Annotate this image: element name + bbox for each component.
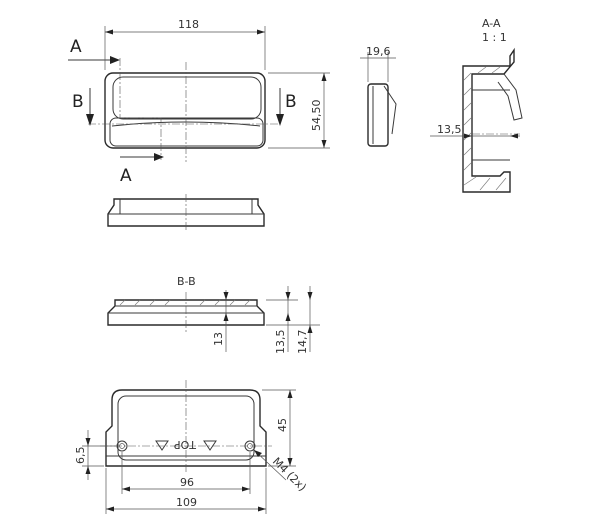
dim-118-label: 118 (178, 18, 199, 31)
section-aa-hatch-6 (463, 147, 472, 156)
dim-96-arrow-right (242, 486, 250, 492)
section-a-top-arrowhead (110, 56, 120, 64)
dim-bb147-arrow-top (307, 292, 313, 300)
side-view-handle-profile (383, 85, 397, 135)
section-a-top-letter: A (70, 37, 82, 57)
dim-109-label: 109 (176, 496, 197, 509)
dim-5450-arrow-bottom (321, 140, 327, 148)
dim-bb147-arrow-bottom (307, 325, 313, 333)
section-aa-hatch-10 (495, 177, 507, 191)
section-aa-hatch-8 (463, 176, 477, 186)
top-marking: TOP (174, 438, 197, 451)
profile-view-outline (107, 198, 265, 227)
section-aa-hatch-12 (491, 66, 501, 74)
section-aa-hatch-9 (479, 177, 491, 191)
dim-5450-label: 54,50 (310, 100, 323, 132)
section-a-bottom-letter: A (120, 166, 132, 186)
dim-45-arrow-bottom (287, 458, 293, 466)
dim-aa135-arrow-left (464, 133, 472, 139)
profile-view (107, 194, 265, 232)
dim-13-label: 13 (212, 332, 225, 346)
section-aa-wall (462, 47, 515, 193)
section-bb-hatch-2 (134, 299, 141, 306)
section-aa-hatch-11 (477, 66, 487, 74)
dim-5450-arrow-top (321, 73, 327, 81)
section-bb-hatch-3 (149, 299, 156, 306)
dim-13-arrow-bottom (223, 313, 229, 321)
section-bb-hatch-1 (119, 299, 126, 306)
section-a-bottom-arrowhead (154, 153, 164, 161)
thread-leader-arrow (254, 450, 262, 457)
top-arrow-right-icon (203, 440, 217, 451)
front-view: A A B B 118 54,50 (68, 18, 330, 186)
dim-109-arrow-right (258, 506, 266, 512)
dim-aa135-arrow-right (510, 133, 518, 139)
dim-65-label: 6,5 (74, 447, 87, 465)
dim-bb147-label: 14,7 (296, 330, 309, 355)
section-b-right-letter: B (285, 92, 297, 112)
section-aa-title: A-A (482, 17, 501, 30)
section-aa-handle (497, 73, 523, 121)
dim-45-label: 45 (276, 418, 289, 432)
section-bb-hatch-8 (244, 299, 251, 306)
dim-109-arrow-left (106, 506, 114, 512)
dim-bb135-label: 13,5 (274, 330, 287, 355)
mounting-hole-left-inner (119, 443, 125, 449)
rear-view-outline (105, 389, 267, 467)
dim-118-arrow-right (257, 29, 265, 35)
dim-65-arrow-top (85, 438, 91, 446)
dim-96-arrow-left (122, 486, 130, 492)
section-bb-hatch-6 (214, 299, 221, 306)
section-bb-hatch-4 (164, 299, 171, 306)
top-arrow-left-icon (155, 440, 169, 451)
section-aa-hatch-7 (463, 162, 472, 171)
side-view-body (367, 83, 389, 147)
dim-96-label: 96 (180, 476, 194, 489)
section-b-left-letter: B (72, 92, 84, 112)
section-bb-title: B-B (177, 275, 196, 288)
section-aa-hatch-4 (463, 117, 472, 126)
rear-view: TOP 45 6,5 M4 (2x) 96 109 (74, 380, 309, 514)
section-bb-hatch-7 (229, 299, 236, 306)
dim-bb135-arrow-bottom (285, 313, 291, 321)
front-view-pocket (109, 117, 264, 147)
dim-bb135-arrow-top (285, 292, 291, 300)
section-aa-scale: 1 : 1 (482, 31, 507, 44)
side-view: 19,6 (360, 45, 397, 147)
section-b-left-arrowhead (86, 114, 94, 126)
section-aa-hatch-1 (463, 72, 472, 81)
front-view-outline (104, 72, 266, 149)
dim-45-arrow-top (287, 390, 293, 398)
dim-118-arrow-left (105, 29, 113, 35)
dim-196-label: 19,6 (366, 45, 391, 58)
mounting-hole-right (244, 440, 256, 452)
mounting-hole-right-inner (247, 443, 253, 449)
mounting-hole-left (116, 440, 128, 452)
dim-65-arrow-bottom (85, 466, 91, 474)
section-b-right-arrowhead (276, 114, 284, 126)
front-view-handle (112, 76, 262, 120)
section-bb-hatch-5 (199, 299, 206, 306)
section-bb-view: B-B 13 13,5 14,7 (107, 275, 320, 355)
section-aa-view: A-A 1 : 1 13,5 (430, 17, 523, 193)
section-bb-outline (107, 299, 265, 326)
section-a-path (119, 58, 162, 160)
section-aa-hatch-2 (463, 87, 472, 96)
dim-13-arrow-top (223, 292, 229, 300)
dim-aa135-label: 13,5 (437, 123, 462, 136)
section-aa-hatch-3 (463, 102, 472, 111)
